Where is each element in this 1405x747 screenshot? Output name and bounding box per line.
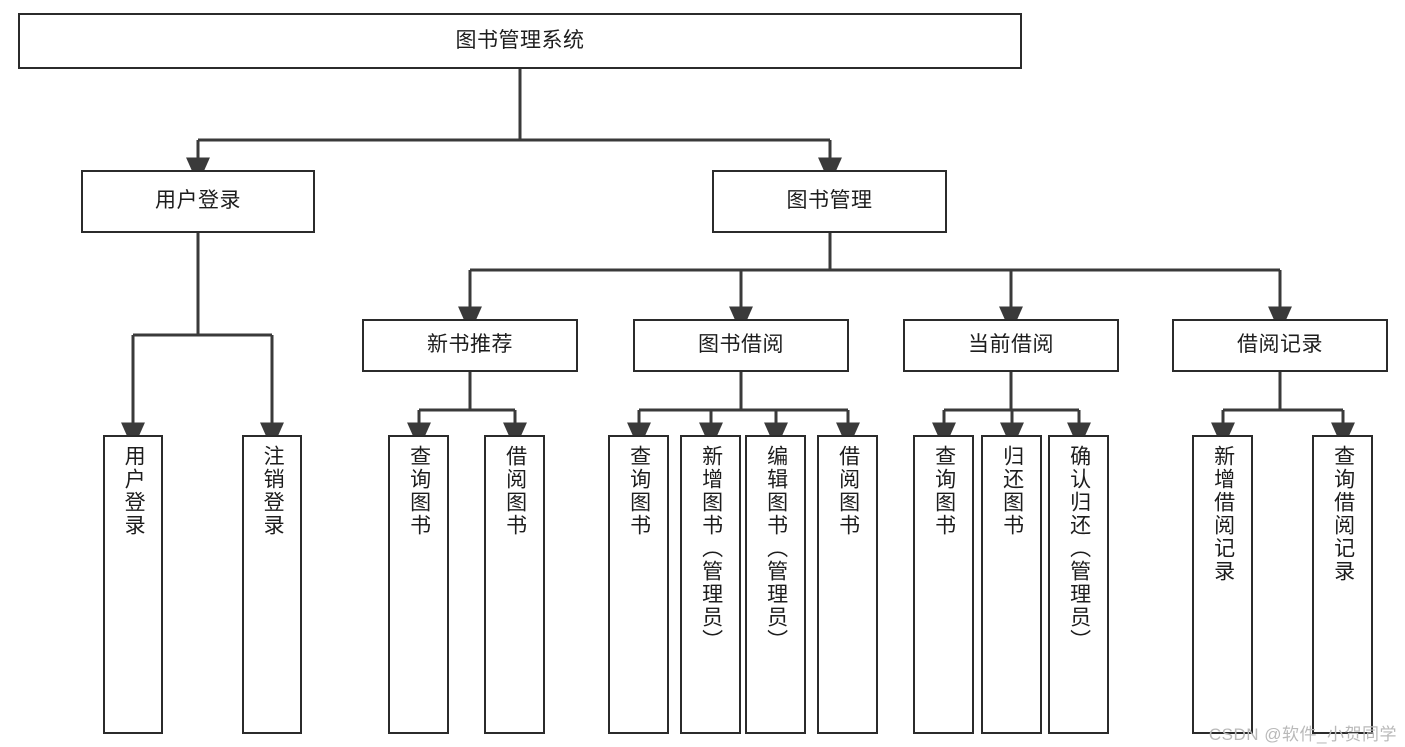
- node-label: 新增图书（管理员）: [699, 445, 723, 652]
- node-current[interactable]: 当前借阅: [903, 319, 1119, 372]
- node-label: 新增借阅记录: [1211, 445, 1235, 583]
- node-l8[interactable]: 借阅图书: [817, 435, 878, 734]
- node-label: 确认归还（管理员）: [1067, 445, 1091, 652]
- node-l5[interactable]: 查询图书: [608, 435, 669, 734]
- watermark-text: CSDN @软件_小贺同学: [1208, 725, 1397, 744]
- node-label: 查询图书: [932, 445, 956, 537]
- node-label: 当前借阅: [968, 333, 1054, 357]
- node-label: 借阅图书: [503, 445, 527, 537]
- node-l13[interactable]: 查询借阅记录: [1312, 435, 1373, 734]
- node-label: 图书借阅: [698, 333, 784, 357]
- node-label: 新书推荐: [427, 333, 513, 357]
- node-label: 用户登录: [155, 189, 241, 213]
- node-label: 查询图书: [627, 445, 651, 537]
- node-label: 图书管理: [786, 189, 873, 213]
- node-l11[interactable]: 确认归还（管理员）: [1048, 435, 1109, 734]
- node-bookmgmt[interactable]: 图书管理: [712, 170, 947, 233]
- node-login[interactable]: 用户登录: [81, 170, 315, 233]
- node-l4[interactable]: 借阅图书: [484, 435, 545, 734]
- node-newbook[interactable]: 新书推荐: [362, 319, 578, 372]
- node-label: 编辑图书（管理员）: [764, 445, 788, 652]
- node-l2[interactable]: 注销登录: [242, 435, 302, 734]
- node-l6[interactable]: 新增图书（管理员）: [680, 435, 741, 734]
- node-root[interactable]: 图书管理系统: [18, 13, 1022, 69]
- node-l1[interactable]: 用户登录: [103, 435, 163, 734]
- node-borrow[interactable]: 图书借阅: [633, 319, 849, 372]
- node-l9[interactable]: 查询图书: [913, 435, 974, 734]
- node-label: 归还图书: [1000, 445, 1024, 537]
- node-l7[interactable]: 编辑图书（管理员）: [745, 435, 806, 734]
- node-records[interactable]: 借阅记录: [1172, 319, 1388, 372]
- node-l12[interactable]: 新增借阅记录: [1192, 435, 1253, 734]
- node-label: 注销登录: [261, 445, 285, 537]
- node-label: 借阅记录: [1237, 333, 1323, 357]
- node-l3[interactable]: 查询图书: [388, 435, 449, 734]
- node-l10[interactable]: 归还图书: [981, 435, 1042, 734]
- node-label: 图书管理系统: [455, 28, 585, 52]
- node-label: 查询借阅记录: [1331, 445, 1355, 583]
- node-label: 借阅图书: [836, 445, 860, 537]
- node-label: 查询图书: [407, 445, 431, 537]
- node-label: 用户登录: [122, 445, 146, 537]
